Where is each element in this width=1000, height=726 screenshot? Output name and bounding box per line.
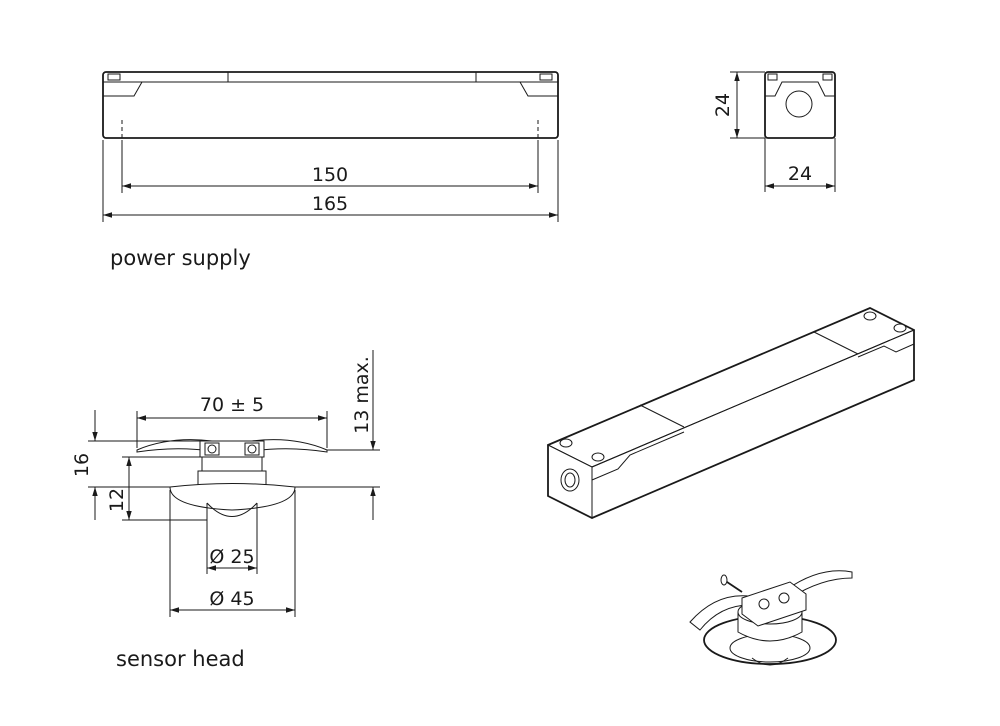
dim-label-dia-25: Ø 25 <box>209 546 254 568</box>
power-supply-side-view <box>102 71 559 140</box>
dim-label-width-24: 24 <box>788 163 812 185</box>
caption-sensor-head: sensor head <box>116 647 245 671</box>
dimension-width: 24 <box>764 138 836 192</box>
dimension-wing-span: 70 ± 5 <box>136 394 328 448</box>
caption-power-supply: power supply <box>110 246 251 270</box>
dimension-flange-diameter: Ø 45 <box>169 490 296 617</box>
dim-label-12: 12 <box>106 488 128 512</box>
power-supply-end-view <box>764 71 836 139</box>
dim-label-70: 70 ± 5 <box>200 394 264 416</box>
dim-label-height-24: 24 <box>712 93 734 117</box>
dim-label-16: 16 <box>71 453 93 477</box>
dimension-lens-diameter: Ø 25 <box>206 503 258 574</box>
sensor-head-side-view <box>136 439 328 517</box>
dimension-total-length: 165 <box>102 140 559 222</box>
dim-label-150: 150 <box>312 164 348 186</box>
dim-label-165: 165 <box>312 193 348 215</box>
sensor-head-isometric-view <box>689 570 853 666</box>
dimension-inner-length: 150 <box>121 140 539 193</box>
dimension-total-height: 16 <box>71 410 200 520</box>
power-supply-isometric-view <box>546 307 916 519</box>
dim-label-13-max: 13 max. <box>351 356 373 434</box>
dimension-height: 24 <box>712 71 765 139</box>
dimension-max-height: 13 max. <box>295 350 380 520</box>
dim-label-dia-45: Ø 45 <box>209 588 254 610</box>
dimension-body-height: 12 <box>106 456 207 521</box>
